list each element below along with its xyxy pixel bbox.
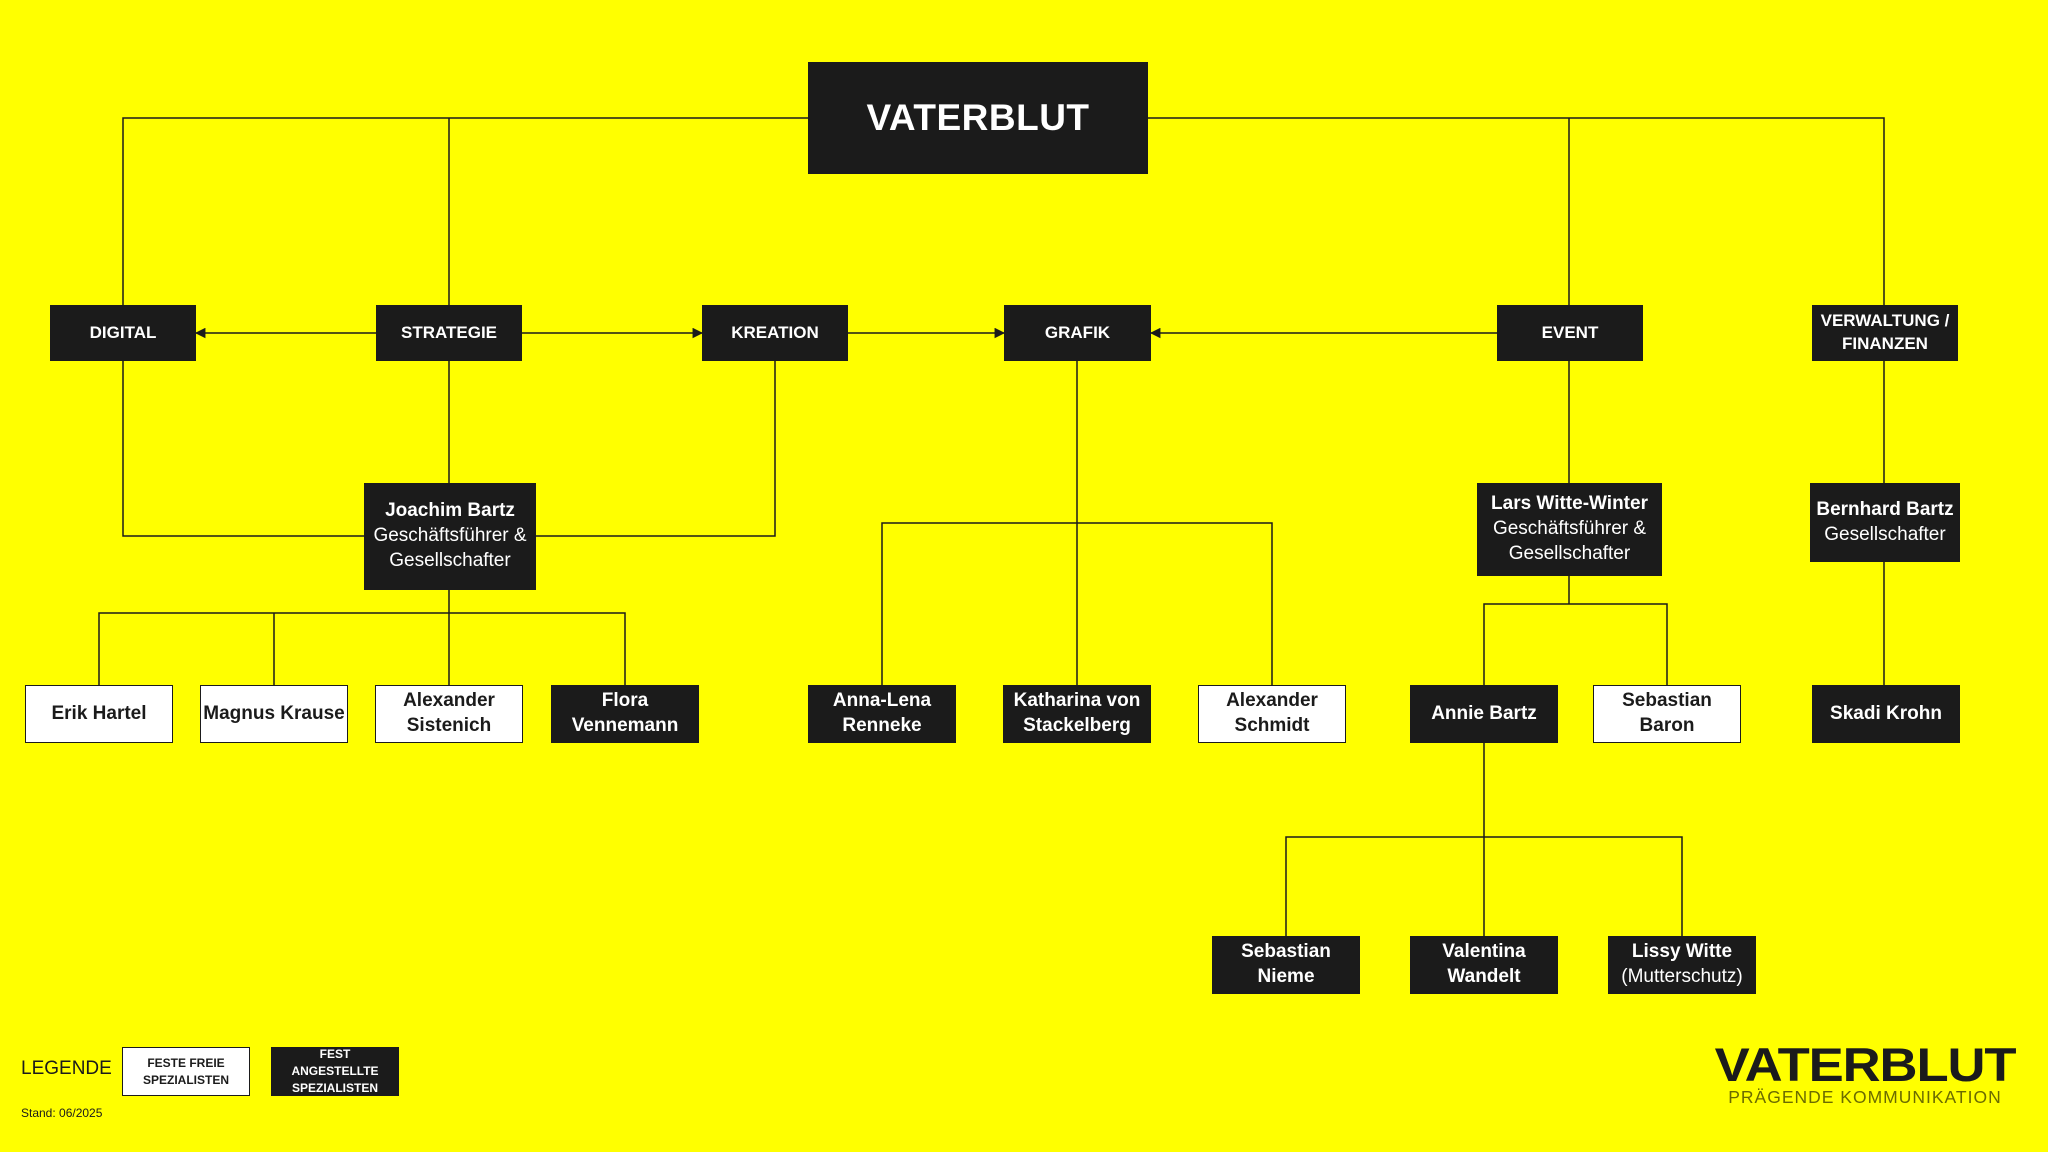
person-annie: Annie Bartz	[1410, 685, 1558, 743]
root-node: VATERBLUT	[808, 62, 1148, 174]
digital-to-joachim	[122, 361, 364, 537]
person-magnus: Magnus Krause	[200, 685, 348, 743]
lead-name: Joachim Bartz	[385, 500, 515, 522]
logo-name: VATERBLUT	[1714, 1038, 2017, 1091]
joachim-team-bus	[98, 612, 626, 685]
stand-date: Stand: 06/2025	[21, 1106, 103, 1120]
lars-team-bus	[1483, 603, 1668, 685]
brand-logo: VATERBLUT PRÄGENDE KOMMUNIKATION	[1715, 1041, 2017, 1107]
dept-grafik: GRAFIK	[1004, 305, 1151, 361]
person-sebastian-baron: Sebastian Baron	[1593, 685, 1741, 743]
person-sebastian-nieme: Sebastian Nieme	[1212, 936, 1360, 994]
lead-role: Geschäftsführer & Gesellschafter	[1492, 518, 1647, 564]
dept-kreation: KREATION	[702, 305, 848, 361]
person-erik: Erik Hartel	[25, 685, 173, 743]
lead-lars: Lars Witte-Winter Geschäftsführer & Gese…	[1477, 483, 1662, 576]
dept-event: EVENT	[1497, 305, 1643, 361]
person-alexander-schmidt: Alexander Schmidt	[1198, 685, 1346, 743]
lead-bernhard: Bernhard Bartz Gesellschafter	[1810, 483, 1960, 562]
dept-digital: DIGITAL	[50, 305, 196, 361]
lead-role: Gesellschafter	[1824, 523, 1946, 545]
person-skadi: Skadi Krohn	[1812, 685, 1960, 743]
root-bus-left	[122, 117, 808, 305]
legend-employed: FEST ANGESTELLTE SPEZIALISTEN	[271, 1047, 399, 1096]
grafik-team-bus	[881, 522, 1273, 685]
lead-name: Lars Witte-Winter	[1491, 493, 1648, 515]
person-katharina: Katharina von Stackelberg	[1003, 685, 1151, 743]
root-bus-right	[1148, 117, 1885, 305]
legend-label: LEGENDE	[21, 1058, 112, 1079]
person-lissy: Lissy Witte (Mutterschutz)	[1608, 936, 1756, 994]
dept-strategie: STRATEGIE	[376, 305, 522, 361]
lead-role: Geschäftsführer & Gesellschafter	[373, 525, 527, 571]
kreation-to-joachim	[535, 361, 776, 537]
annie-team-bus	[1285, 836, 1683, 936]
root-label: VATERBLUT	[866, 96, 1090, 138]
person-alexander-sistenich: Alexander Sistenich	[375, 685, 523, 743]
legend-freelance: FESTE FREIE SPEZIALISTEN	[122, 1047, 250, 1096]
dept-verwaltung: VERWALTUNG / FINANZEN	[1812, 305, 1958, 361]
person-valentina: Valentina Wandelt	[1410, 936, 1558, 994]
logo-tagline: PRÄGENDE KOMMUNIKATION	[1728, 1087, 2002, 1107]
person-flora: Flora Vennemann	[551, 685, 699, 743]
lead-name: Bernhard Bartz	[1816, 498, 1954, 520]
person-anna-lena: Anna-Lena Renneke	[808, 685, 956, 743]
lead-joachim: Joachim Bartz Geschäftsführer & Gesellsc…	[364, 483, 536, 590]
